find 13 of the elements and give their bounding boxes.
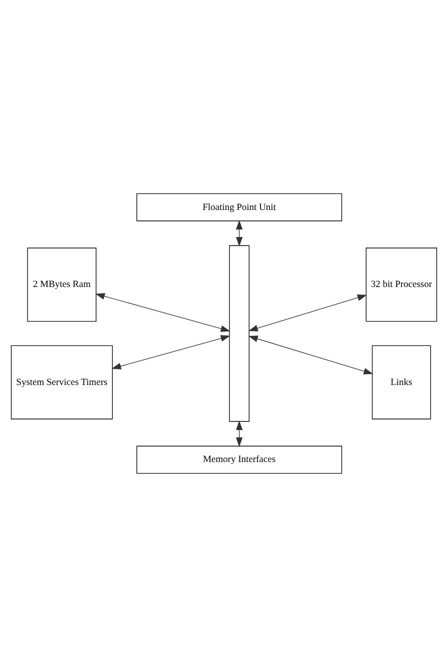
arrow	[236, 220, 243, 247]
arrow	[95, 293, 230, 332]
node-box: Floating Point Unit	[136, 193, 342, 222]
node-box: System Services Timers	[10, 345, 113, 420]
arrow	[112, 335, 230, 370]
arrow	[248, 336, 374, 374]
node-box: Memory Interfaces	[136, 446, 342, 474]
node-box: Links	[372, 345, 431, 420]
node-box: 2 MBytes Ram	[27, 248, 96, 322]
arrow	[248, 294, 367, 332]
arrow	[236, 420, 243, 447]
node-bar	[229, 245, 250, 422]
node-box: 32 bit Processor	[366, 248, 438, 322]
